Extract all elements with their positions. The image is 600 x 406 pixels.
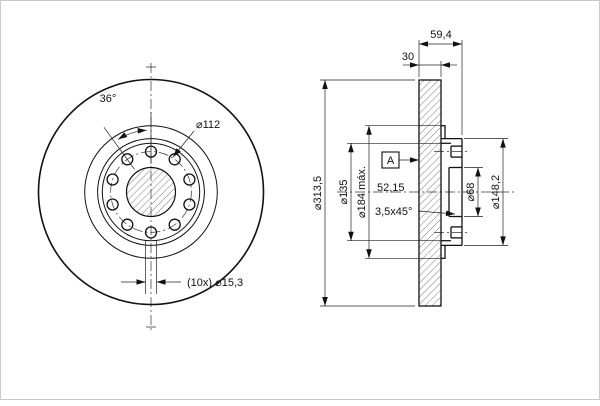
bolt-hole [106, 198, 119, 211]
disc-outer-circle [37, 78, 265, 306]
hat-diameter-label: ⌀135 [338, 180, 350, 205]
bolt-circle-diameter-label: ⌀112 [196, 119, 220, 131]
ring-thickness-label: 30 [402, 51, 414, 63]
bolt-hole [144, 226, 158, 239]
bore-diameter-dimension: ⌀68 [464, 167, 483, 217]
overall-width-dimension: 59,4 [418, 29, 463, 135]
angle-dimension-label: 36° [100, 93, 117, 105]
chamfer-dimension: 3,5x45° [375, 206, 456, 218]
ring-thickness-dimension: 30 [402, 51, 457, 77]
friction-ring-section [418, 79, 442, 307]
bolt-hole [183, 198, 196, 211]
overall-width-label: 59,4 [430, 29, 451, 41]
bolt-hole [121, 153, 134, 166]
flange-diameter-dimension: ⌀148,2 [464, 138, 508, 246]
datum-a-label: A [387, 155, 395, 167]
datum-a: A [381, 151, 419, 169]
bolt-circle [110, 151, 192, 233]
mount-offset-label: 52,15 [377, 182, 405, 194]
chamfer-label: 3,5x45° [375, 206, 412, 218]
bolt-holes-label: (10x) ⌀15,3 [187, 277, 243, 289]
bolt-hole-dimension: (10x) ⌀15,3 [121, 240, 243, 294]
flange-diameter-label: ⌀148,2 [490, 175, 502, 209]
section-view: 59,4 30 ⌀313,5 ⌀135 ⌀ [312, 29, 515, 307]
max-diameter-label: ⌀184 máx. [356, 166, 368, 218]
bolt-hole [106, 173, 119, 186]
bore-diameter-label: ⌀68 [465, 183, 477, 202]
bolt-hole [168, 218, 181, 231]
center-bore [125, 166, 177, 218]
outer-diameter-label: ⌀313,5 [312, 176, 324, 210]
outer-diameter-dimension: ⌀313,5 [312, 79, 415, 307]
bolt-circle-dimension: ⌀112 [172, 119, 220, 158]
bolt-hole [183, 173, 196, 186]
angle-dimension: 36° [100, 93, 152, 170]
bolt-hole [121, 218, 134, 231]
hat-diameter-dimension: ⌀135 [338, 142, 451, 242]
front-view: 36° ⌀112 (10x) ⌀15,3 [37, 63, 265, 331]
max-diameter-dimension: ⌀184 máx. [356, 125, 446, 259]
